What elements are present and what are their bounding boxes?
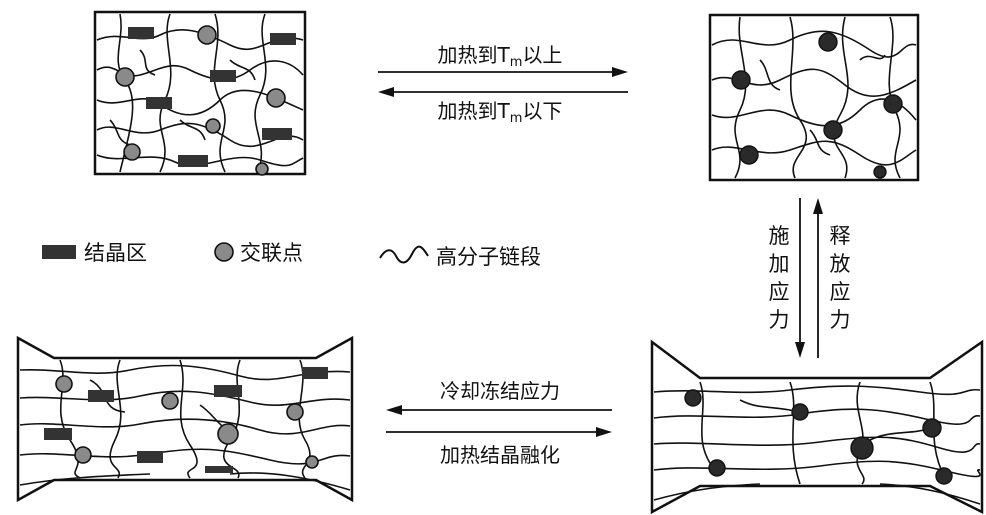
crosslink-dot bbox=[739, 145, 759, 165]
panel-bottom-right bbox=[650, 339, 984, 515]
crosslink-dot bbox=[850, 436, 874, 460]
crosslink-dot bbox=[935, 467, 953, 485]
crystal-block bbox=[214, 385, 242, 397]
crosslink-dot bbox=[922, 418, 942, 438]
crosslink-dot bbox=[217, 423, 239, 445]
panel-top-left bbox=[93, 10, 307, 176]
top-arrows: 加热到Tm以上 加热到Tm以下 bbox=[378, 43, 628, 126]
legend-crystal-swatch bbox=[42, 245, 76, 259]
crosslink-dot bbox=[818, 32, 838, 52]
crystal-block bbox=[262, 128, 292, 140]
crosslink-dot bbox=[708, 459, 726, 477]
arrow-label-heat-below: 加热到Tm以下 bbox=[438, 99, 563, 126]
crosslink-dot bbox=[286, 403, 304, 421]
legend-chain-swatch bbox=[379, 245, 429, 264]
arrow-label-heat-melt: 加热结晶融化 bbox=[440, 443, 560, 467]
crosslink-dot bbox=[255, 162, 269, 176]
crosslink-dot bbox=[197, 25, 217, 45]
crosslink-dot bbox=[731, 70, 751, 90]
crystal-block bbox=[270, 33, 296, 45]
bottom-arrows: 冷却冻结应力 加热结晶融化 bbox=[386, 379, 612, 467]
crosslink-dot bbox=[55, 375, 73, 393]
crosslink-dot bbox=[74, 446, 92, 464]
crosslink-dot bbox=[161, 392, 179, 410]
panel-bottom-left bbox=[16, 335, 354, 503]
arrow-label-heat-above: 加热到Tm以上 bbox=[438, 43, 563, 70]
arrow-label-release-stress: 释放应力 bbox=[830, 224, 851, 332]
crystal-block bbox=[44, 428, 72, 440]
legend-crystal-label: 结晶区 bbox=[84, 241, 147, 265]
crosslink-dot bbox=[266, 88, 286, 108]
crystal-block bbox=[302, 367, 328, 379]
legend-chain-label: 高分子链段 bbox=[436, 245, 541, 269]
legend: 结晶区 交联点 高分子链段 bbox=[42, 241, 541, 269]
crystal-block bbox=[146, 97, 172, 109]
crystal-block bbox=[205, 466, 233, 473]
crosslink-dot bbox=[123, 143, 141, 161]
crosslink-dot bbox=[883, 94, 903, 114]
crosslink-dot bbox=[205, 118, 221, 134]
vertical-arrows: 施加应力 释放应力 bbox=[769, 198, 851, 358]
legend-crosslink-swatch bbox=[214, 242, 234, 262]
arrow-label-apply-stress: 施加应力 bbox=[769, 224, 790, 332]
arrow-label-cool-freeze: 冷却冻结应力 bbox=[440, 379, 560, 403]
crystal-block bbox=[88, 390, 114, 402]
crosslink-dot bbox=[873, 165, 887, 179]
crosslink-dot bbox=[684, 389, 702, 407]
crosslink-dot bbox=[791, 403, 809, 421]
crystal-block bbox=[128, 27, 154, 39]
crystal-block bbox=[137, 451, 163, 463]
crosslink-dot bbox=[305, 455, 319, 469]
crosslink-dot bbox=[115, 67, 135, 87]
legend-crosslink-label: 交联点 bbox=[240, 241, 303, 265]
crystal-block bbox=[178, 155, 208, 167]
crosslink-dot bbox=[823, 120, 843, 140]
panel-top-right bbox=[708, 13, 920, 182]
crystal-block bbox=[210, 70, 236, 82]
